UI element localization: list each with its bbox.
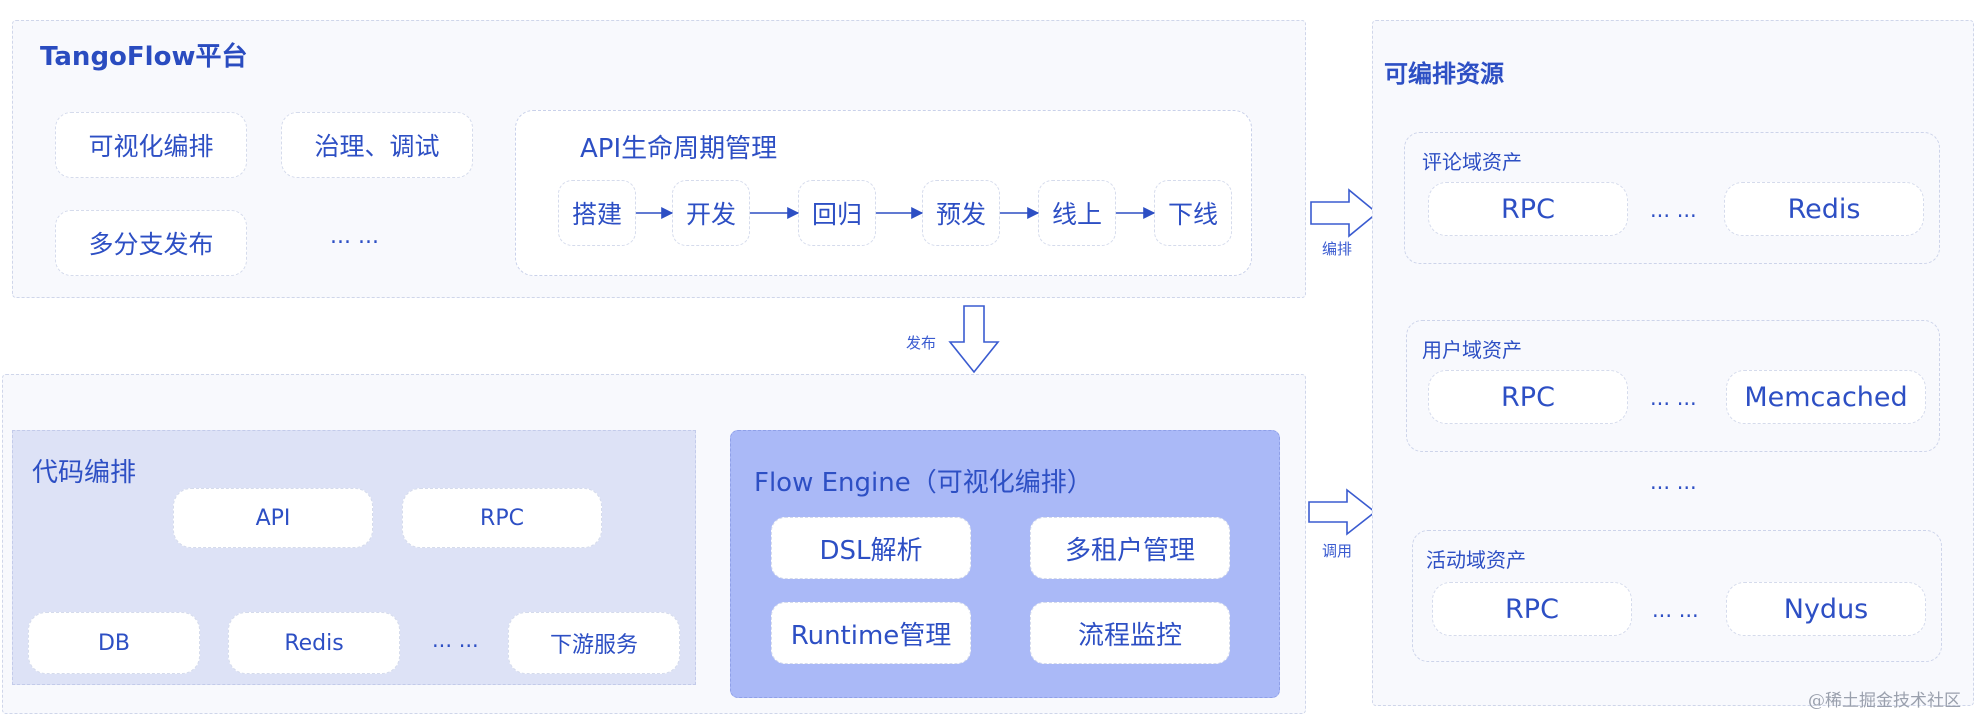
domain-activity-ellipsis: ... ... [1652, 598, 1699, 622]
api-lifecycle-title: API生命周期管理 [580, 134, 778, 164]
resource-label: RPC [1501, 381, 1555, 413]
orchestrate-arrow-icon [1310, 188, 1379, 238]
stage-label: 开发 [685, 200, 736, 229]
stage-label: 下线 [1167, 200, 1218, 229]
feature-label: 多分支发布 [88, 230, 214, 259]
domain-comment-redis[interactable]: Redis [1724, 182, 1924, 236]
domain-activity-nydus[interactable]: Nydus [1726, 582, 1926, 636]
platform-title: TangoFlow平台 [40, 42, 248, 72]
code-item-label: DB [97, 630, 131, 656]
domain-comment-ellipsis: ... ... [1650, 198, 1697, 222]
resource-label: Memcached [1744, 381, 1908, 413]
flow-engine-title: Flow Engine（可视化编排） [754, 468, 1093, 498]
domain-user-memcached[interactable]: Memcached [1726, 370, 1926, 424]
stage-label: 回归 [811, 200, 862, 229]
flow-item-label: Runtime管理 [790, 620, 952, 651]
domain-user-title: 用户域资产 [1422, 338, 1522, 362]
code-item-ellipsis: ... ... [432, 628, 479, 652]
code-item-redis[interactable]: Redis [228, 612, 400, 674]
stage-pre-release[interactable]: 预发 [922, 180, 1000, 246]
api-lifecycle-box [515, 110, 1252, 276]
domain-activity-title: 活动域资产 [1426, 548, 1526, 572]
code-item-label: RPC [480, 505, 524, 531]
stage-label: 线上 [1051, 200, 1102, 229]
code-item-rpc[interactable]: RPC [402, 488, 602, 548]
resource-label: RPC [1501, 193, 1555, 225]
orchestrate-label: 编排 [1322, 240, 1353, 258]
invoke-label: 调用 [1322, 542, 1353, 560]
flow-item-label: DSL解析 [819, 535, 923, 566]
code-item-label: Redis [284, 630, 344, 656]
feature-ellipsis: ... ... [330, 224, 379, 249]
feature-label: 可视化编排 [88, 132, 214, 161]
domain-user-ellipsis: ... ... [1650, 386, 1697, 410]
stage-offline[interactable]: 下线 [1154, 180, 1232, 246]
code-item-label: 下游服务 [549, 633, 638, 658]
feature-multi-branch-release[interactable]: 多分支发布 [55, 210, 247, 276]
flow-item-monitor[interactable]: 流程监控 [1030, 602, 1230, 664]
code-item-db[interactable]: DB [28, 612, 200, 674]
stage-regression[interactable]: 回归 [798, 180, 876, 246]
flow-item-label: 多租户管理 [1064, 535, 1195, 566]
stage-label: 预发 [935, 200, 986, 229]
stage-develop[interactable]: 开发 [672, 180, 750, 246]
invoke-arrow-icon [1308, 488, 1377, 536]
code-item-api[interactable]: API [173, 488, 373, 548]
resource-label: RPC [1505, 593, 1559, 625]
domain-comment-rpc[interactable]: RPC [1428, 182, 1628, 236]
publish-label: 发布 [906, 334, 937, 352]
feature-governance-debug[interactable]: 治理、调试 [281, 112, 473, 178]
flow-item-multi-tenant[interactable]: 多租户管理 [1030, 517, 1230, 579]
stage-build[interactable]: 搭建 [558, 180, 636, 246]
stage-online[interactable]: 线上 [1038, 180, 1116, 246]
domains-ellipsis: ... ... [1650, 470, 1697, 494]
resource-label: Nydus [1783, 593, 1869, 625]
domain-user-rpc[interactable]: RPC [1428, 370, 1628, 424]
domain-comment-title: 评论域资产 [1422, 150, 1522, 174]
flow-item-label: 流程监控 [1077, 620, 1182, 651]
domain-activity-rpc[interactable]: RPC [1432, 582, 1632, 636]
flow-item-dsl-parse[interactable]: DSL解析 [771, 517, 971, 579]
watermark: @稀土掘金技术社区 [1808, 691, 1961, 711]
feature-label: 治理、调试 [314, 132, 440, 161]
code-orchestration-title: 代码编排 [32, 458, 137, 488]
flow-item-runtime[interactable]: Runtime管理 [771, 602, 971, 664]
resources-title: 可编排资源 [1384, 60, 1504, 88]
code-item-label: API [255, 505, 291, 531]
publish-arrow-icon [948, 305, 1000, 374]
stage-label: 搭建 [571, 200, 622, 229]
feature-visual-orchestration[interactable]: 可视化编排 [55, 112, 247, 178]
code-item-downstream[interactable]: 下游服务 [508, 612, 680, 674]
resource-label: Redis [1787, 193, 1861, 225]
